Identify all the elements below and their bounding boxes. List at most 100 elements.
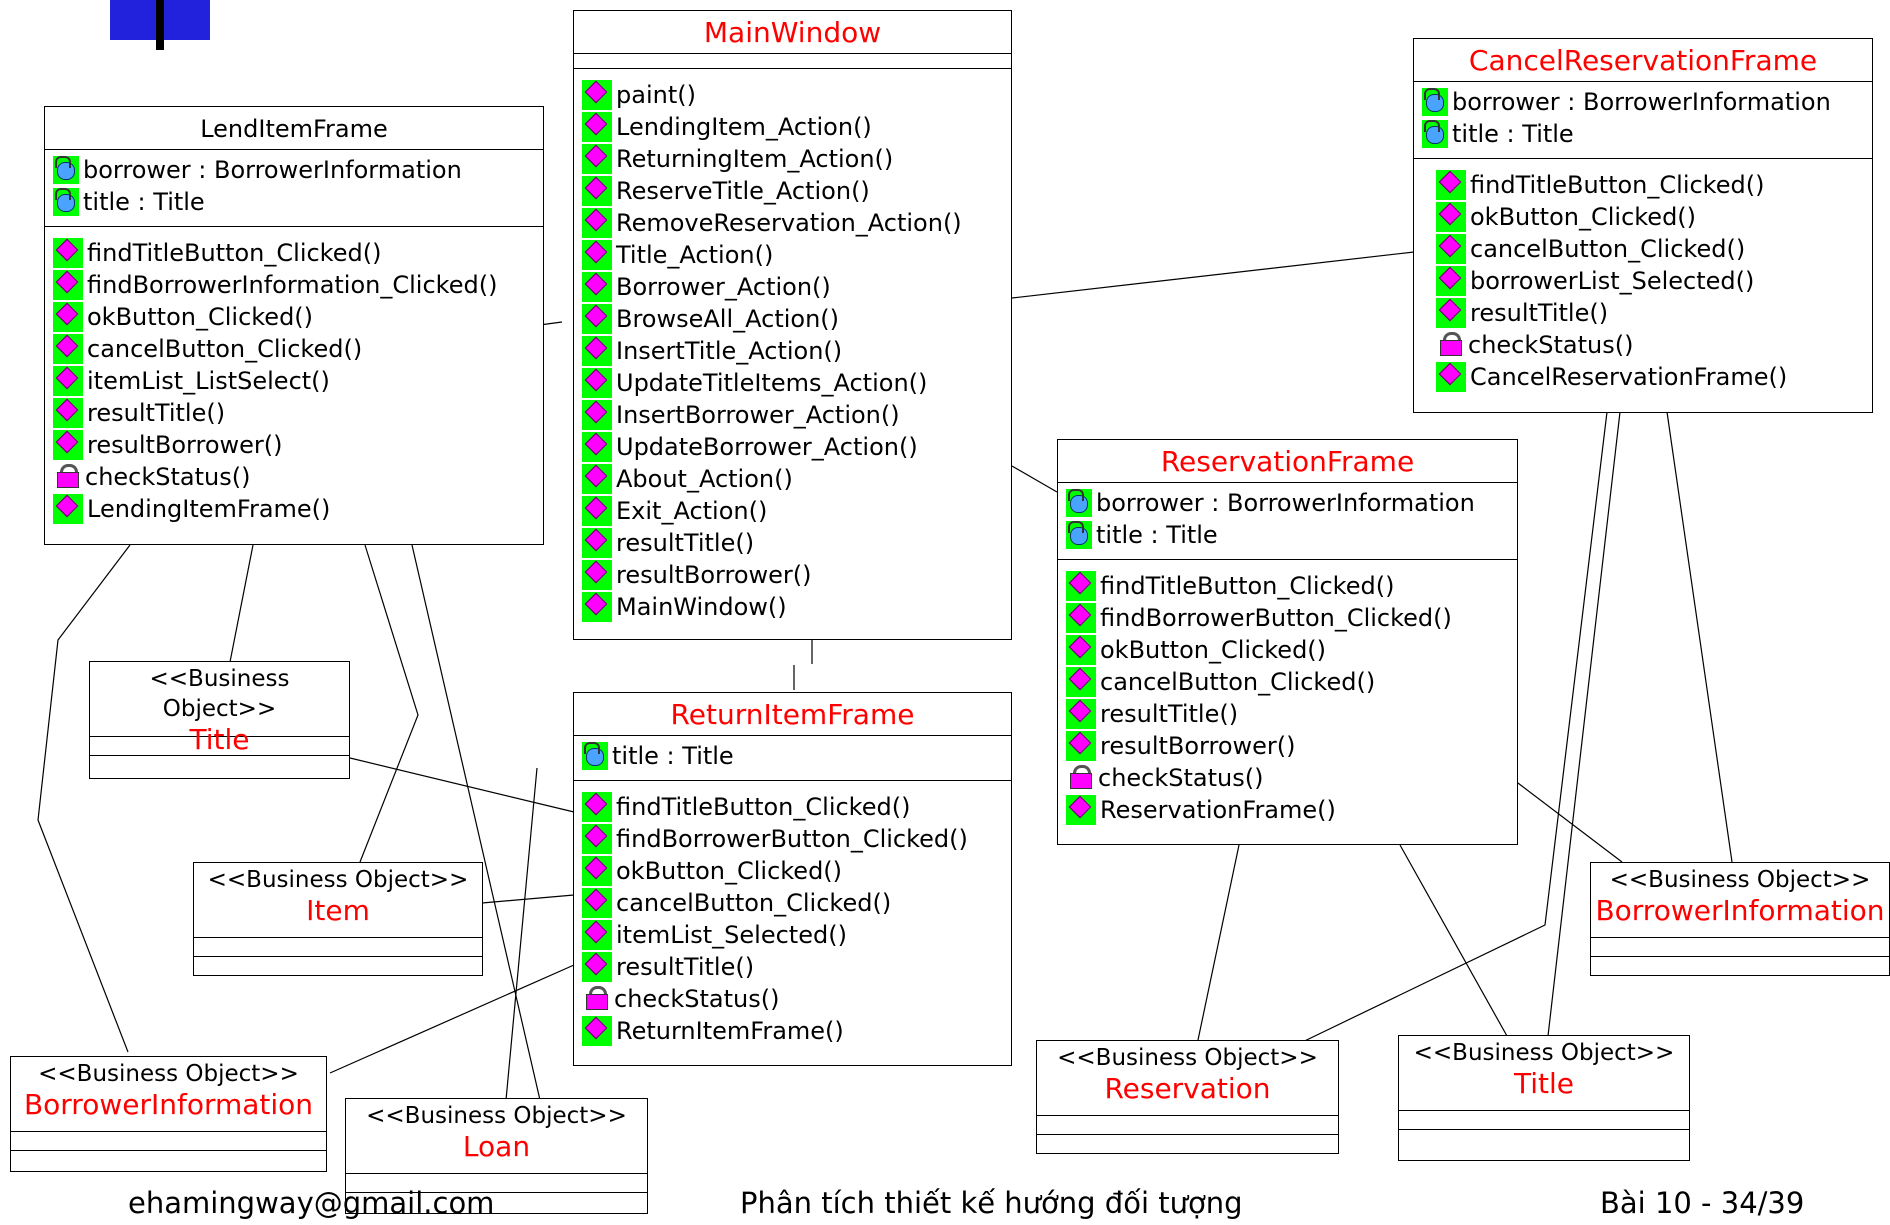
stereotype: <<Business Object>> [1057,1045,1318,1071]
operation-row: okButton_Clicked() [1066,634,1517,666]
public-operation-icon [582,272,612,302]
operation-text: findTitleButton_Clicked() [1100,572,1395,600]
operation-text: UpdateBorrower_Action() [616,433,918,461]
public-operation-icon [582,368,612,398]
class-name: MainWindow [574,11,1011,54]
operation-text: RemoveReservation_Action() [616,209,962,237]
assoc-return-loan [505,767,538,1101]
private-operation-icon [1436,330,1464,360]
operation-text: resultTitle() [87,399,226,427]
operation-text: okButton_Clicked() [87,303,314,331]
business-object-loan[interactable]: <<Business Object>> Loan [345,1098,648,1214]
public-operation-icon [582,888,612,918]
attribute-text: title : Title [83,188,205,216]
operation-row: UpdateBorrower_Action() [582,431,1011,463]
operation-row: resultBorrower() [582,559,1011,591]
attributes-compartment [90,737,349,756]
class-main-window[interactable]: MainWindow paint()LendingItem_Action()Re… [573,10,1012,640]
business-object-item[interactable]: <<Business Object>> Item [193,862,483,976]
operation-text: findBorrowerButton_Clicked() [1100,604,1452,632]
attributes-compartment [346,1174,647,1193]
attributes-compartment [1399,1111,1689,1130]
private-operation-icon [53,462,81,492]
class-reservation-frame[interactable]: ReservationFrame borrower : BorrowerInfo… [1057,439,1518,845]
operation-row: checkStatus() [1436,329,1872,361]
operations-compartment: findTitleButton_Clicked()findBorrowerInf… [45,227,543,525]
operation-row: checkStatus() [53,461,543,493]
class-name: <<Business Object>> BorrowerInformation [1591,863,1889,938]
public-operation-icon [53,302,83,332]
business-object-title-right[interactable]: <<Business Object>> Title [1398,1035,1690,1161]
operation-row: MainWindow() [582,591,1011,623]
attribute-text: borrower : BorrowerInformation [1452,88,1831,116]
operations-compartment: findTitleButton_Clicked()okButton_Clicke… [1414,159,1872,393]
operation-row: cancelButton_Clicked() [1436,233,1872,265]
operation-text: Title_Action() [616,241,774,269]
operation-row: ReturnItemFrame() [582,1015,1011,1047]
attributes-compartment [11,1132,326,1151]
attribute-text: borrower : BorrowerInformation [83,156,462,184]
attribute-row: title : Title [53,186,543,218]
attribute-text: title : Title [612,742,734,770]
operation-row: ReserveTitle_Action() [582,175,1011,207]
business-object-borrower-info-right[interactable]: <<Business Object>> BorrowerInformation [1590,862,1890,976]
public-operation-icon [53,238,83,268]
protected-attribute-icon [1066,521,1092,549]
assoc-lend-borrower [37,544,131,1053]
operation-text: Exit_Action() [616,497,768,525]
public-operation-icon [1066,795,1096,825]
operation-text: resultTitle() [616,529,755,557]
public-operation-icon [582,464,612,494]
protected-attribute-icon [582,742,608,770]
attributes-compartment [574,54,1011,69]
attributes-compartment: borrower : BorrowerInformation title : Ti… [45,150,543,227]
public-operation-icon [582,496,612,526]
name: Item [306,894,370,927]
public-operation-icon [1436,170,1466,200]
operation-row: UpdateTitleItems_Action() [582,367,1011,399]
class-name: LendItemFrame [45,107,543,150]
operation-row: itemList_Selected() [582,919,1011,951]
operation-text: About_Action() [616,465,793,493]
public-operation-icon [53,398,83,428]
attribute-text: title : Title [1452,120,1574,148]
public-operation-icon [1436,362,1466,392]
public-operation-icon [582,208,612,238]
operation-row: paint() [582,79,1011,111]
name: Title [189,723,250,756]
operation-row: okButton_Clicked() [582,855,1011,887]
stereotype: <<Business Object>> [207,867,469,893]
assoc-lend-item [359,544,419,863]
operation-text: resultTitle() [1100,700,1239,728]
public-operation-icon [582,432,612,462]
business-object-borrower-info-left[interactable]: <<Business Object>> BorrowerInformation [10,1056,327,1172]
stereotype: <<Business Object>> [149,666,290,722]
operation-row: resultBorrower() [1066,730,1517,762]
business-object-title-left[interactable]: <<Business Object>> Title [89,661,350,779]
public-operation-icon [582,240,612,270]
class-lend-item-frame[interactable]: LendItemFrame borrower : BorrowerInforma… [44,106,544,545]
assoc-main-cancel [1011,251,1415,299]
footer-page-number: Bài 10 - 34/39 [1600,1186,1805,1220]
name: BorrowerInformation [23,1088,314,1121]
class-name: <<Business Object>> Loan [346,1099,647,1174]
operation-row: cancelButton_Clicked() [53,333,543,365]
class-return-item-frame[interactable]: ReturnItemFrame title : Title findTitleB… [573,692,1012,1066]
assoc-return-item [481,894,575,904]
operation-row: resultTitle() [53,397,543,429]
public-operation-icon [1436,234,1466,264]
public-operation-icon [582,112,612,142]
public-operation-icon [582,304,612,334]
operation-text: paint() [616,81,696,109]
assoc-cancel-borrower [1666,411,1733,863]
public-operation-icon [1066,667,1096,697]
operation-row: ReservationFrame() [1066,794,1517,826]
operation-text: CancelReservationFrame() [1470,363,1788,391]
operation-row: checkStatus() [1066,762,1517,794]
operation-text: findBorrowerButton_Clicked() [616,825,968,853]
class-cancel-reservation-frame[interactable]: CancelReservationFrame borrower : Borrow… [1413,38,1873,413]
operations-compartment: findTitleButton_Clicked() findBorrowerBut… [1058,560,1517,826]
stereotype: <<Business Object>> [38,1061,299,1087]
business-object-reservation[interactable]: <<Business Object>> Reservation [1036,1040,1339,1154]
attribute-row: borrower : BorrowerInformation [1066,487,1517,519]
